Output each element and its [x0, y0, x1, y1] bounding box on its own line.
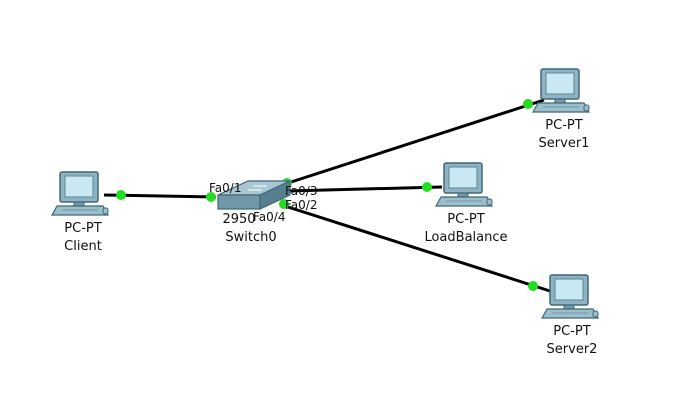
- port-label-fa03: Fa0/3: [285, 184, 317, 198]
- link-up-dot: [206, 192, 216, 202]
- device-type-label: PC-PT: [545, 118, 582, 133]
- link-switch-server1[interactable]: [287, 98, 545, 185]
- device-server2[interactable]: PC-PT Server2: [541, 274, 599, 357]
- pc-icon: [541, 274, 599, 319]
- port-labels: Fa0/1 Fa0/2 Fa0/3 Fa0/4: [209, 181, 317, 224]
- port-label-fa01: Fa0/1: [209, 181, 241, 195]
- device-name-label: Switch0: [225, 230, 276, 245]
- device-client[interactable]: PC-PT Client: [51, 171, 109, 254]
- links: [103, 98, 551, 293]
- link-switch-server2[interactable]: [287, 205, 551, 293]
- device-name-label: Server1: [539, 136, 590, 151]
- link-up-dot: [279, 199, 289, 209]
- device-type-label: PC-PT: [64, 221, 101, 236]
- device-model-label: 2950: [222, 212, 255, 227]
- device-switch0[interactable]: 2950 Switch0: [217, 180, 291, 245]
- device-type-label: PC-PT: [447, 212, 484, 227]
- device-server1[interactable]: PC-PT Server1: [532, 68, 590, 151]
- device-name-label: Server2: [547, 342, 598, 357]
- link-up-dot: [422, 182, 432, 192]
- pc-icon: [435, 162, 493, 207]
- link-up-dot: [116, 190, 126, 200]
- link-switch-loadbalance[interactable]: [287, 185, 443, 193]
- port-label-fa02: Fa0/2: [285, 198, 317, 212]
- pc-icon: [532, 68, 590, 113]
- switch-icon: [217, 180, 291, 210]
- port-label-fa04: Fa0/4: [253, 210, 285, 224]
- device-type-label: PC-PT: [553, 324, 590, 339]
- link-up-dot: [528, 281, 538, 291]
- link-up-dot: [523, 99, 533, 109]
- pc-icon: [51, 171, 109, 216]
- device-name-label: Client: [64, 239, 102, 254]
- device-loadbalance[interactable]: PC-PT LoadBalance: [424, 162, 508, 245]
- device-name-label: LoadBalance: [424, 230, 507, 245]
